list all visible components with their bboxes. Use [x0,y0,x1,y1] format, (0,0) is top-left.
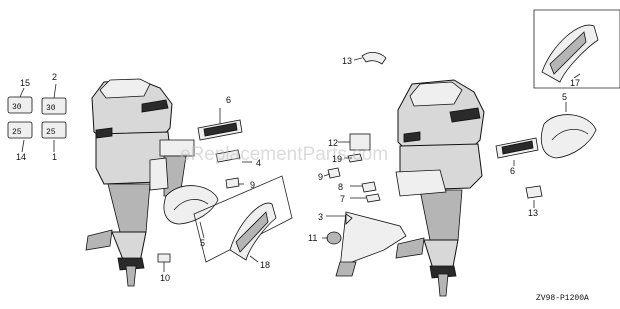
callout-10: 9 [250,180,255,190]
callout-18-left: 18 [260,260,270,270]
left-small-stickers [157,149,241,263]
watermark: eReplacementParts.com [180,144,388,165]
callout-1: 1 [52,152,57,162]
callout-5-left: 5 [200,238,205,248]
callout-labels: 15 2 14 1 6 4 9 5 10 18 13 12 19 9 8 7 3… [16,56,580,283]
svg-text:30: 30 [12,103,22,112]
left-small-emblems: 30 25 30 25 [7,96,67,139]
callout-2: 2 [52,72,57,82]
callout-3: 3 [318,212,323,222]
part-6-right-plate [495,137,539,159]
callout-5-right: 5 [562,92,567,102]
part-5-right-script-decal [540,114,597,159]
emblem-25-left [7,121,33,139]
callout-12: 11 [308,233,317,243]
right-small-parts [327,153,381,203]
callout-8: 8 [338,182,343,192]
callout-4: 4 [256,158,261,168]
callout-16: 14 [16,152,26,162]
callout-7: 7 [340,194,345,204]
leader-lines [19,57,581,272]
part-18-right-inset [533,9,620,89]
tiller-handle [326,211,407,277]
callout-19: 19 [332,154,342,164]
callout-6-left: 6 [226,95,231,105]
svg-text:25: 25 [12,128,22,137]
figure-code: ZV98-P1200A [536,294,589,303]
part-15-curved-decal [361,52,387,65]
callout-9: 9 [318,172,323,182]
callout-14: 12 [328,138,338,148]
callout-6-right: 6 [510,166,515,176]
svg-text:25: 25 [46,128,56,137]
callout-13: 13 [528,208,538,218]
part-18-left-inset [193,175,293,263]
callout-17: 15 [20,78,30,88]
left-outboard-engine [85,78,195,287]
svg-text:30: 30 [46,104,56,113]
callout-11: 10 [160,273,170,283]
part-5-left-script-decal [163,185,219,225]
callout-15: 13 [342,56,352,66]
callout-18-right: 17 [570,78,580,88]
part-13-sticker [525,185,543,199]
emblem-25-right [41,121,67,139]
right-outboard-engine [395,79,485,297]
part-6-left-plate [197,119,243,141]
